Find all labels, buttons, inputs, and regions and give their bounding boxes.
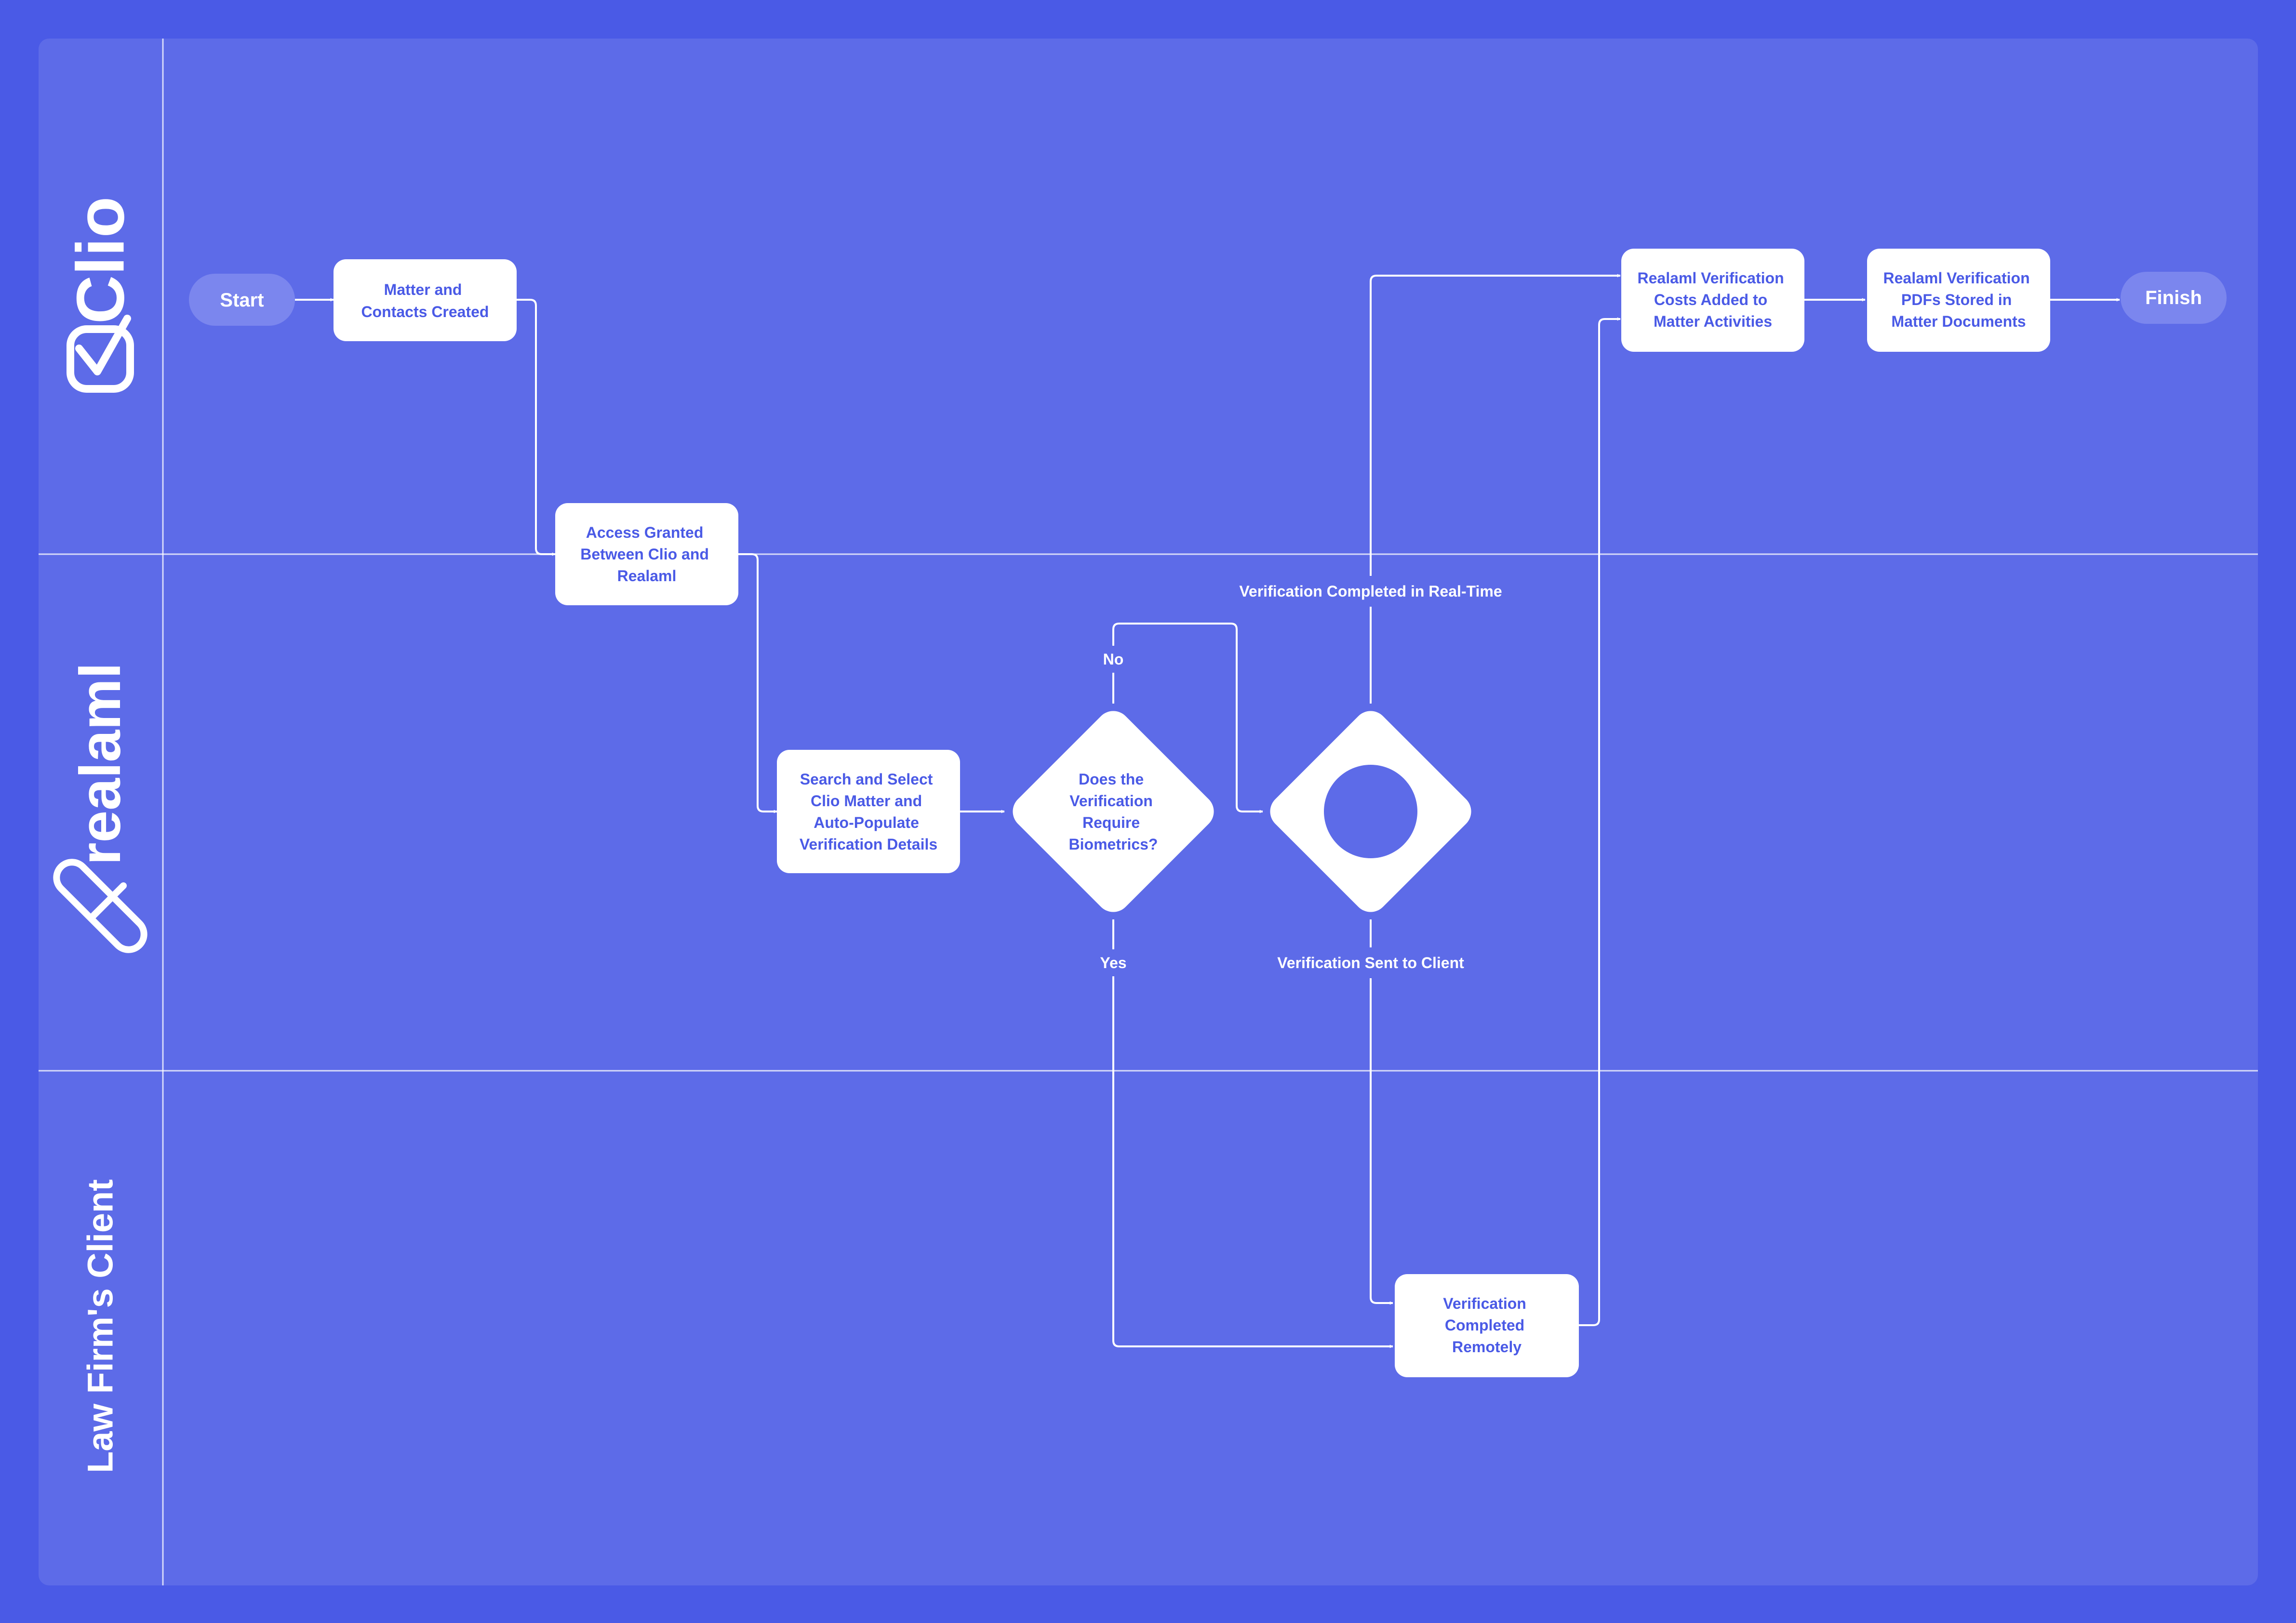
svg-text:Verification Completed in Real: Verification Completed in Real-Time [1239, 583, 1502, 600]
svg-text:Realaml Verification Cos: Realaml Verification Costs Added to Matt… [1637, 269, 1788, 330]
label-sent-to-client: Verification Sent to Client [1268, 947, 1474, 978]
node-search-select: Search and Select Clio Matter and Auto-P… [777, 750, 960, 873]
edge-remote-to-costs [1579, 317, 1621, 1326]
svg-text:Verification Completed: Verification Completed Remotely [1443, 1295, 1530, 1356]
node-matter-created: Matter and Contacts Created [334, 259, 517, 341]
svg-text:Verification Sent to Client: Verification Sent to Client [1277, 954, 1464, 971]
event-gateway [1270, 711, 1471, 912]
label-real-time: Verification Completed in Real-Time [1229, 576, 1512, 607]
lane-realaml-label: realaml [68, 663, 133, 865]
lane-clio-label: Clio [63, 197, 138, 324]
start-terminal: Start [189, 274, 295, 326]
realaml-logo-icon [53, 859, 147, 953]
svg-text:Realaml Verification PDF: Realaml Verification PDFs Stored in Matt… [1883, 269, 2034, 330]
edge-access-to-search [738, 553, 777, 813]
finish-terminal: Finish [2121, 272, 2227, 324]
svg-text:Access Granted Between C: Access Granted Between Clio and Realaml [580, 524, 713, 585]
node-completed-remotely: Verification Completed Remotely [1395, 1274, 1579, 1377]
svg-text:Start: Start [220, 290, 264, 311]
node-pdfs-stored: Realaml Verification PDFs Stored in Matt… [1867, 249, 2050, 352]
svg-text:Finish: Finish [2145, 287, 2202, 308]
gateway-circle-icon [1324, 765, 1417, 858]
label-yes: Yes [1090, 949, 1136, 976]
clio-logo-icon [67, 315, 134, 393]
label-no: No [1094, 646, 1133, 673]
connectors [295, 274, 2120, 1348]
edge-decision-no [1112, 623, 1263, 813]
edge-gateway-sent-to-client [1370, 919, 1393, 1305]
edge-matter-to-access [517, 299, 556, 556]
svg-text:Matter and Contacts Crea: Matter and Contacts Created [361, 281, 489, 320]
node-access-granted: Access Granted Between Clio and Realaml [555, 503, 738, 605]
lane-clio-header: Clio [63, 197, 138, 393]
node-costs-added: Realaml Verification Costs Added to Matt… [1621, 249, 1804, 352]
svg-text:No: No [1103, 651, 1124, 668]
lane-client-label: Law Firm's Client [80, 1179, 120, 1473]
svg-text:Yes: Yes [1100, 954, 1126, 971]
node-biometrics-decision: Does the Verification Require Biometrics… [1013, 711, 1214, 912]
svg-text:Search and Select Clio M: Search and Select Clio Matter and Auto-P… [800, 771, 937, 853]
lane-realaml-header: realaml [53, 663, 147, 953]
edge-decision-yes [1112, 919, 1393, 1348]
svg-text:Does the Verification: Does the Verification Require Biometrics… [1069, 771, 1158, 853]
edge-gateway-real-time [1370, 274, 1621, 704]
